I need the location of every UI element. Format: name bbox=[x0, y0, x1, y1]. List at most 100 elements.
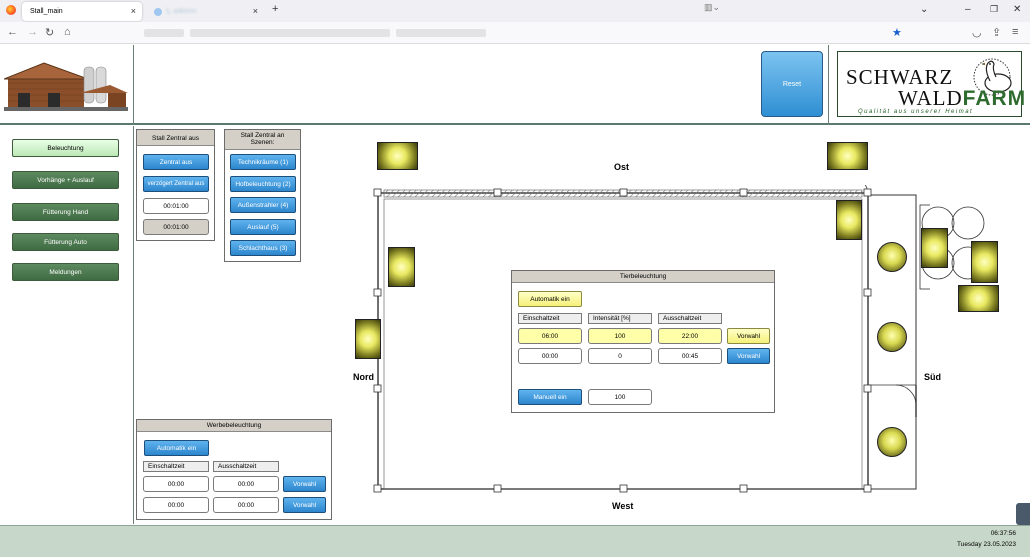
header-divider bbox=[828, 45, 829, 125]
lamp-ost-left[interactable] bbox=[377, 142, 418, 170]
scene-technikraeume-button[interactable]: Technikräume (1) bbox=[230, 154, 296, 170]
label-ost: Ost bbox=[614, 162, 630, 172]
menu-icon[interactable]: ≡ bbox=[1012, 26, 1019, 38]
brand-line1: SCHWARZ bbox=[846, 65, 954, 89]
lamp-outdoor-3[interactable] bbox=[958, 285, 999, 312]
scene-hofbeleuchtung-button[interactable]: Hofbeleuchtung (2) bbox=[230, 176, 296, 192]
tier-row2-vorwahl-button[interactable]: Vorwahl bbox=[727, 348, 770, 364]
nav-fuetterung-hand[interactable]: Fütterung Hand bbox=[12, 203, 119, 221]
nav-beleuchtung[interactable]: Beleuchtung bbox=[12, 139, 119, 157]
delay-time-field[interactable]: 00:01:00 bbox=[143, 198, 209, 214]
scene-auslauf-button[interactable]: Auslauf (5) bbox=[230, 219, 296, 235]
pocket-icon[interactable]: ◡ bbox=[972, 27, 982, 39]
tab-title: Stall_main bbox=[30, 8, 63, 15]
tier-row1-off-field[interactable]: 22:00 bbox=[658, 328, 722, 344]
zentral-aus-button[interactable]: Zentral aus bbox=[143, 154, 209, 170]
browser-tab-bar: Stall_main × Ij..adkerin × + ▥⌄ ⌄ – ❐ ✕ bbox=[0, 0, 1030, 22]
side-widget[interactable] bbox=[1016, 503, 1030, 525]
tier-manuell-button[interactable]: Manuell ein bbox=[518, 389, 582, 405]
status-bar: 06:37:56 Tuesday 23.05.2023 bbox=[0, 525, 1030, 557]
tier-row1-vorwahl-button[interactable]: Vorwahl bbox=[727, 328, 770, 344]
share-icon[interactable]: ⇪ bbox=[992, 27, 1002, 39]
panel-title: Stall Zentral aus bbox=[137, 130, 214, 146]
tier-einschaltzeit-header: Einschaltzeit bbox=[518, 313, 582, 324]
address-bar[interactable] bbox=[130, 26, 890, 40]
barn-floorplan bbox=[373, 185, 930, 493]
minimize-icon[interactable]: – bbox=[965, 4, 971, 15]
nav-fuetterung-auto[interactable]: Fütterung Auto bbox=[12, 233, 119, 251]
back-icon[interactable]: ← bbox=[7, 26, 18, 38]
nav-meldungen[interactable]: Meldungen bbox=[12, 263, 119, 281]
header-divider bbox=[133, 45, 134, 125]
label-nord: Nord bbox=[353, 372, 374, 382]
verzoegert-zentral-aus-button[interactable]: verzögert Zentral aus bbox=[143, 176, 209, 192]
reset-button[interactable]: Reset bbox=[761, 51, 823, 117]
tier-ausschaltzeit-header: Ausschaltzeit bbox=[658, 313, 722, 324]
tier-row2-on-field[interactable]: 00:00 bbox=[518, 348, 582, 364]
left-divider bbox=[133, 126, 134, 524]
status-time: 06:37:56 bbox=[990, 530, 1016, 537]
tier-row2-intensity-field[interactable]: 0 bbox=[588, 348, 652, 364]
restore-icon[interactable]: ❐ bbox=[990, 4, 999, 14]
tier-row2-off-field[interactable]: 00:45 bbox=[658, 348, 722, 364]
nav-vorhaenge-auslauf[interactable]: Vorhänge + Auslauf bbox=[12, 171, 119, 189]
werbe-row1-off-field[interactable]: 00:00 bbox=[213, 476, 279, 492]
lamp-nord-upper[interactable] bbox=[388, 247, 415, 287]
firefox-icon bbox=[6, 5, 16, 15]
tier-automatik-button[interactable]: Automatik ein bbox=[518, 291, 582, 307]
scene-schlachthaus-button[interactable]: Schlachthaus (3) bbox=[230, 240, 296, 256]
new-tab-button[interactable]: + bbox=[272, 3, 279, 15]
app-header: Reset SCHWARZ WALDFARM Qualität aus unse… bbox=[0, 45, 1030, 125]
chevron-down-icon[interactable]: ⌄ bbox=[920, 4, 929, 15]
close-window-icon[interactable]: ✕ bbox=[1013, 4, 1022, 15]
url-blurred bbox=[144, 29, 184, 37]
werbe-row2-on-field[interactable]: 00:00 bbox=[143, 497, 209, 513]
tab-list-icon[interactable]: ▥⌄ bbox=[704, 2, 721, 12]
brand-line2: WALDFARM bbox=[898, 86, 1027, 110]
home-icon[interactable]: ⌂ bbox=[64, 26, 71, 38]
url-blurred bbox=[190, 29, 390, 37]
werbe-row1-vorwahl-button[interactable]: Vorwahl bbox=[283, 476, 326, 492]
label-sued: Süd bbox=[924, 372, 941, 382]
goose-icon bbox=[973, 58, 1012, 96]
werbe-ausschaltzeit-header: Ausschaltzeit bbox=[213, 461, 279, 472]
panel-stall-zentral-an: Stall Zentral an Szenen: Technikräume (1… bbox=[224, 129, 301, 262]
panel-title: Tierbeleuchtung bbox=[512, 271, 774, 283]
lamp-sued-2[interactable] bbox=[877, 322, 907, 352]
close-icon[interactable]: × bbox=[130, 6, 136, 16]
lamp-outdoor-1[interactable] bbox=[921, 228, 948, 268]
werbe-row2-vorwahl-button[interactable]: Vorwahl bbox=[283, 497, 326, 513]
remaining-time-field: 00:01:00 bbox=[143, 219, 209, 235]
panel-title: Stall Zentral an Szenen: bbox=[225, 130, 300, 150]
lamp-outdoor-2[interactable] bbox=[971, 241, 998, 283]
bookmark-star-icon[interactable]: ★ bbox=[892, 27, 902, 39]
tab-second[interactable]: Ij..adkerin × bbox=[146, 2, 264, 21]
close-icon[interactable]: × bbox=[252, 6, 258, 16]
lamp-nord-outer[interactable] bbox=[355, 319, 381, 359]
werbe-row1-on-field[interactable]: 00:00 bbox=[143, 476, 209, 492]
lamp-inner-right[interactable] bbox=[836, 200, 862, 240]
lamp-ost-right[interactable] bbox=[827, 142, 868, 170]
werbe-row2-off-field[interactable]: 00:00 bbox=[213, 497, 279, 513]
tier-manual-value-field[interactable]: 100 bbox=[588, 389, 652, 405]
barn-logo bbox=[4, 62, 128, 111]
browser-nav-bar: ← → ↻ ⌂ ★ ◡ ⇪ ≡ bbox=[0, 22, 1030, 44]
brand-slogan: Qualität aus unserer Heimat bbox=[858, 109, 974, 115]
panel-title: Werbebeleuchtung bbox=[137, 420, 331, 432]
werbe-automatik-button[interactable]: Automatik ein bbox=[144, 440, 209, 456]
label-west: West bbox=[612, 501, 634, 511]
url-blurred bbox=[396, 29, 486, 37]
forward-icon[interactable]: → bbox=[27, 26, 38, 38]
reload-icon[interactable]: ↻ bbox=[45, 27, 55, 39]
tab-stall-main[interactable]: Stall_main × bbox=[22, 2, 142, 21]
globe-icon bbox=[154, 7, 162, 16]
panel-stall-zentral-aus: Stall Zentral aus Zentral aus verzögert … bbox=[136, 129, 215, 241]
lamp-sued-3[interactable] bbox=[877, 427, 907, 457]
lamp-sued-1[interactable] bbox=[877, 242, 907, 272]
scene-aussenstrahler-button[interactable]: Außenstrahler (4) bbox=[230, 197, 296, 213]
panel-werbebeleuchtung: Werbebeleuchtung Automatik ein Einschalt… bbox=[136, 419, 332, 520]
panel-tierbeleuchtung: Tierbeleuchtung Automatik ein Einschaltz… bbox=[511, 270, 775, 413]
tier-row1-intensity-field[interactable]: 100 bbox=[588, 328, 652, 344]
werbe-einschaltzeit-header: Einschaltzeit bbox=[143, 461, 209, 472]
tier-row1-on-field[interactable]: 06:00 bbox=[518, 328, 582, 344]
